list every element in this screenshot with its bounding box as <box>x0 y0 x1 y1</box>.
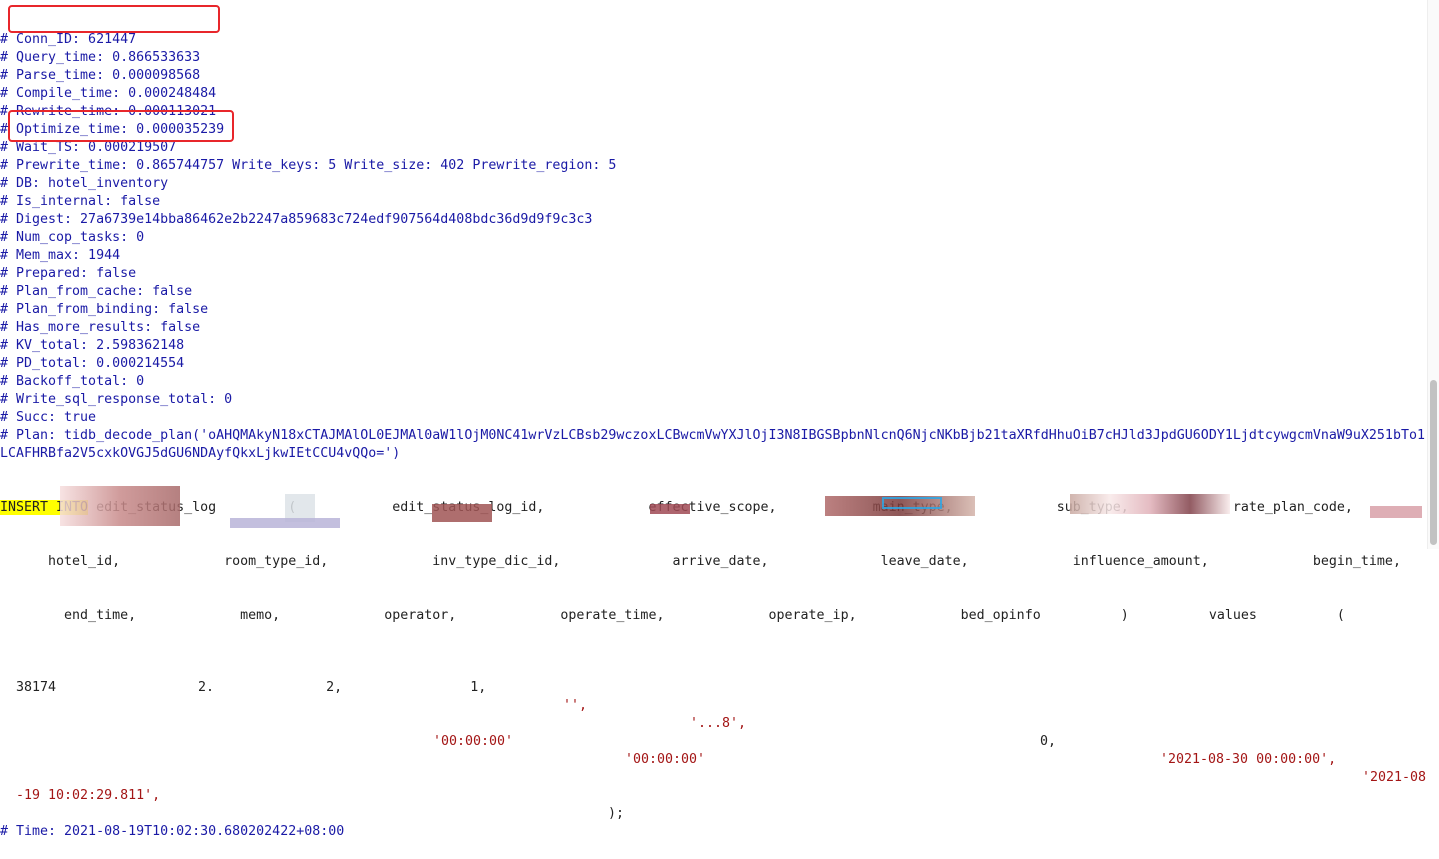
value: '00:00:00' <box>625 752 706 767</box>
log-line: # Query_time: 0.866533633 <box>0 50 201 65</box>
log-line: # Wait_TS: 0.000219507 <box>0 140 177 155</box>
value: '', <box>563 698 588 713</box>
log-line: # Has_more_results: false <box>0 320 201 335</box>
log-line: # Mem_max: 1944 <box>0 248 121 263</box>
value: '2021-08-30 00:00:00', <box>1160 752 1337 767</box>
redaction <box>60 486 180 526</box>
log-line: # Optimize_time: 0.000035239 <box>0 122 225 137</box>
value: '00:00:00' <box>433 734 514 749</box>
scrollbar[interactable] <box>1427 0 1439 549</box>
redaction <box>285 494 315 522</box>
redaction-highlight <box>882 497 942 509</box>
log-line: # Conn_ID: 621447 <box>0 32 137 47</box>
log-line: # Succ: true <box>0 410 97 425</box>
highlight-query-time <box>8 5 220 33</box>
value: 38174 <box>16 680 57 695</box>
log-line: # Write_sql_response_total: 0 <box>0 392 233 407</box>
log-line: # Num_cop_tasks: 0 <box>0 230 145 245</box>
log-line: # Plan_from_binding: false <box>0 302 209 317</box>
log-line: # Plan_from_cache: false <box>0 284 193 299</box>
sql-line: hotel_id, room_type_id, inv_type_dic_id,… <box>0 554 1401 569</box>
redaction <box>1070 494 1230 514</box>
sql-values-line: -19 10:02:29.811', ); <box>0 769 1425 821</box>
log-line: # PD_total: 0.000214554 <box>0 356 185 371</box>
log-line: # Is_internal: false <box>0 194 161 209</box>
sql-values-line: '00:00:00' '00:00:00' '2021-08 <box>0 715 1426 785</box>
log-line: # Prepared: false <box>0 266 137 281</box>
highlight-prewrite-time <box>8 110 234 142</box>
log-line: # Plan: tidb_decode_plan('oAHQMAkyN18xCT… <box>0 428 1425 443</box>
log-line: # DB: hotel_inventory <box>0 176 169 191</box>
value: 2. 2, 1, <box>150 680 487 695</box>
redaction <box>1370 506 1422 518</box>
redaction <box>230 518 340 528</box>
time-line: # Time: 2021-08-19T10:02:30.680202422+08… <box>0 824 345 839</box>
redaction <box>432 504 492 522</box>
log-line: # KV_total: 2.598362148 <box>0 338 185 353</box>
log-line: # Prewrite_time: 0.865744757 Write_keys:… <box>0 158 617 173</box>
scrollbar-thumb[interactable] <box>1430 380 1437 545</box>
log-line: # Backoff_total: 0 <box>0 374 145 389</box>
log-line: # Parse_time: 0.000098568 <box>0 68 201 83</box>
redaction <box>825 496 975 516</box>
log-line: # Compile_time: 0.000248484 <box>0 86 217 101</box>
value: -19 10:02:29.811', <box>16 788 161 803</box>
value: 0, <box>1040 734 1057 749</box>
log-line: # Digest: 27a6739e14bba86462e2b2247a8596… <box>0 212 593 227</box>
log-line: LCAFHRBfa2V5cxkOVGJ5dGU6NDAyfQkxLjkwIEtC… <box>0 446 401 461</box>
sql-line: end_time, memo, operator, operate_time, … <box>0 608 1345 623</box>
redaction <box>650 504 690 514</box>
sql-values-line: 38174 2. 2, 1, '', '...8', 0, '2021-08-3… <box>0 661 1425 767</box>
value: ); <box>608 806 625 821</box>
